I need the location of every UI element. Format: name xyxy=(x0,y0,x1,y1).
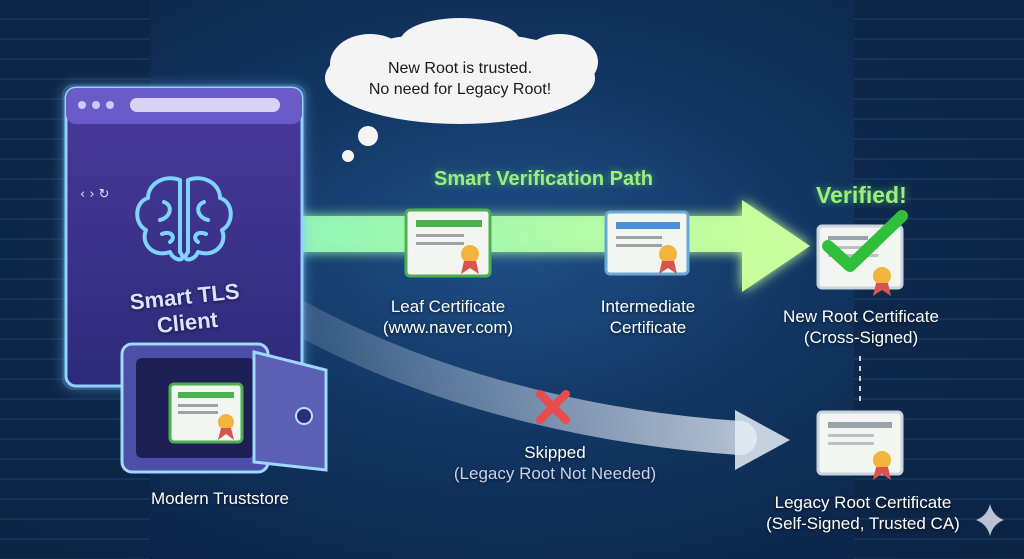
leaf-certificate-line2: (www.naver.com) xyxy=(382,318,514,337)
brain-icon xyxy=(135,176,233,262)
legacy-root-certificate-label: Legacy Root Certificate (Self-Signed, Tr… xyxy=(752,492,974,534)
nav-arrows-icon: ‹ › ↻ xyxy=(80,187,110,202)
leaf-certificate-line1: Leaf Certificate xyxy=(390,297,506,316)
thought-bubble-line1: New Root is trusted. xyxy=(387,60,533,77)
leaf-certificate-label: Leaf Certificate (www.naver.com) xyxy=(368,296,528,338)
smart-path-title: Smart Verification Path xyxy=(434,168,653,190)
truststore-label: Modern Truststore xyxy=(151,489,289,508)
intermediate-certificate-label: Intermediate Certificate xyxy=(578,296,718,338)
sparkle-icon xyxy=(976,504,1004,536)
skipped-line1: Skipped xyxy=(524,443,586,462)
leaf-certificate-icon xyxy=(404,208,492,278)
legacy-root-certificate-icon xyxy=(816,410,904,480)
vault-certificate-icon xyxy=(168,382,244,444)
smart-tls-client-window: ‹ › ↻ xyxy=(62,84,306,390)
legacy-root-certificate-line2: (Self-Signed, Trusted CA) xyxy=(766,514,960,533)
new-root-certificate-label: New Root Certificate (Cross-Signed) xyxy=(764,306,958,348)
skipped-line2: (Legacy Root Not Needed) xyxy=(453,464,657,483)
skipped-label: Skipped (Legacy Root Not Needed) xyxy=(440,442,670,484)
thought-bubble-line2: No need for Legacy Root! xyxy=(368,81,552,98)
thought-bubble-text: New Root is trusted. No need for Legacy … xyxy=(340,58,580,100)
cross-icon xyxy=(536,390,570,424)
address-bar xyxy=(130,98,280,112)
thought-bubble xyxy=(325,18,598,162)
intermediate-certificate-icon xyxy=(604,210,690,276)
new-root-certificate-line2: (Cross-Signed) xyxy=(803,328,919,347)
intermediate-certificate-line1: Intermediate xyxy=(600,297,696,316)
smart-path-arrow xyxy=(272,200,810,292)
new-root-certificate-line1: New Root Certificate xyxy=(783,307,939,326)
verified-badge: Verified! xyxy=(816,182,907,208)
intermediate-certificate-line2: Certificate xyxy=(609,318,687,337)
legacy-root-certificate-line1: Legacy Root Certificate xyxy=(774,493,952,512)
skipped-path-arrow xyxy=(283,301,790,470)
check-icon xyxy=(822,210,908,272)
